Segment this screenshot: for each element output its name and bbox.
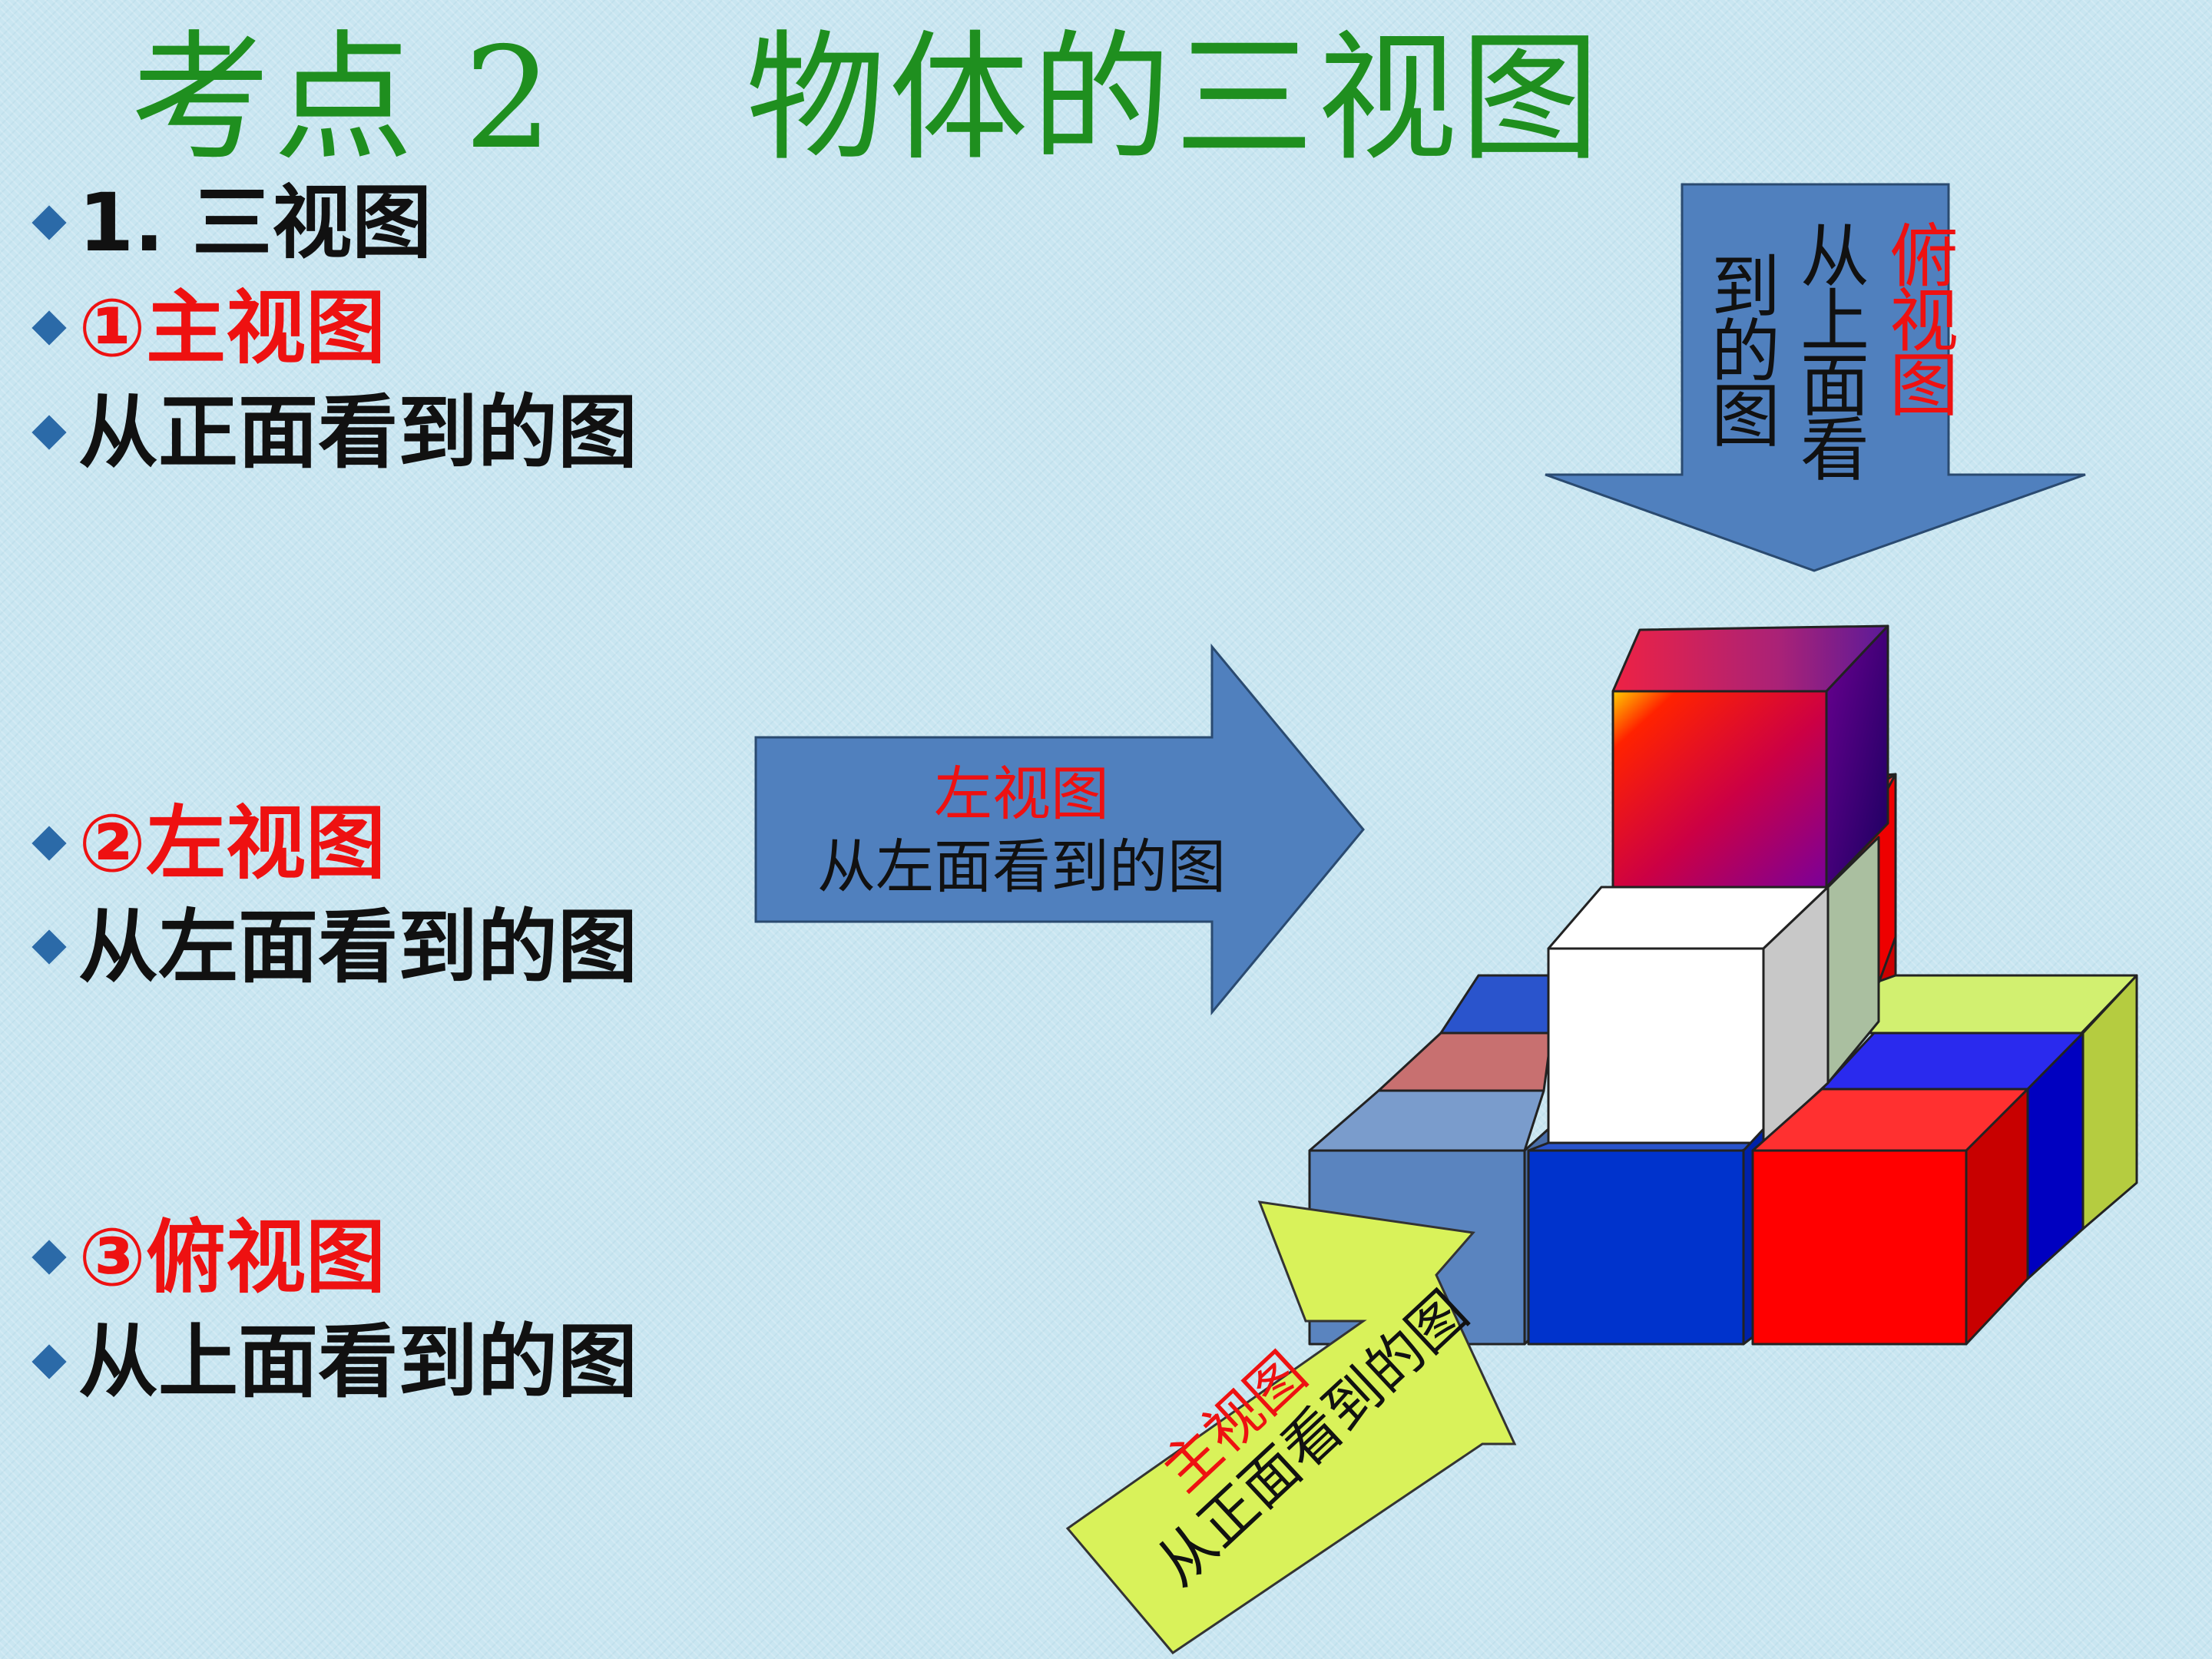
cube-front-face [1527,1149,1745,1346]
page-title: 考点 2 物体的三视图 [131,17,1604,180]
cube-front-face [1611,690,1828,889]
top-arrow-label-black-1: 从上面看 [1788,220,1869,478]
cube-side-face [1826,836,1880,1084]
bullet-front-view-desc: 从正面看到的图 [28,382,637,482]
bullet-text: 从正面看到的图 [78,386,638,479]
left-view-arrow: 左视图 从左面看到的图 [754,643,1365,1016]
bullet-text: ①主视图 [78,281,386,375]
bullet-top-view-desc: 从上面看到的图 [28,1312,637,1412]
top-arrow-vertical-text: 俯视图 从上面看 到的图 [1697,220,1959,478]
bullet-text: 从左面看到的图 [78,900,638,994]
cube-front-face [1751,1149,1968,1346]
bullet-text: ③俯视图 [78,1210,386,1304]
top-arrow-label-black-2: 到的图 [1699,250,1780,444]
cube-top-face [1377,1031,1553,1092]
cube-top-face [1308,1089,1545,1152]
top-view-arrow [1545,183,2086,572]
left-arrow-label-black: 从左面看到的图 [817,833,1226,901]
bullet-front-view: ①主视图 [28,278,386,378]
cube-top-face [1439,974,1561,1035]
bullet-text: 从上面看到的图 [78,1315,638,1409]
bullet-left-view: ②左视图 [28,793,386,893]
cube-stack [1308,624,2138,1346]
bullet-left-view-desc: 从左面看到的图 [28,897,637,997]
left-arrow-label-red: 左视图 [934,760,1109,828]
bullet-top-view: ③俯视图 [28,1207,386,1307]
top-arrow-label-red-vertical: 俯视图 [1877,220,1958,413]
cube-front-face [1547,947,1765,1144]
bullet-three-views: 1. 三视图 [28,173,432,273]
cube-side-face [1965,1088,2029,1346]
bullet-text: 1. 三视图 [78,176,432,270]
bullet-text: ②左视图 [78,796,386,890]
